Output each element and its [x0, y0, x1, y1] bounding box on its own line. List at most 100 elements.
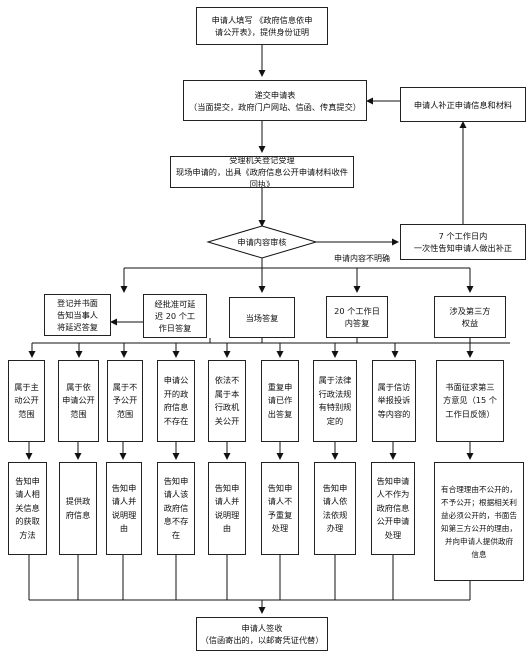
submit-line-2: （当面提交，政府门户网站、信函、传真提交）: [189, 101, 361, 112]
category-box: 申请公 开的政 府信息 不存在: [157, 360, 195, 442]
extend-line-2: 迟 20 个工: [154, 311, 196, 321]
submit-box: 递交申请表 （当面提交，政府门户网站、信函、传真提交）: [183, 80, 367, 121]
response-line: 告知申: [267, 482, 293, 493]
start-line-2: 请公开表》，提供身份证明: [214, 27, 310, 37]
response-line: 予重复: [267, 509, 293, 520]
category-line: 予公开: [112, 395, 138, 406]
response-line: 的获取: [15, 516, 40, 527]
seven-days-line-1: 7 个工作日内: [438, 231, 488, 241]
category-line: 工作日反馈）: [445, 408, 495, 419]
third-party-box: 涉及第三方 权益: [434, 296, 506, 338]
response-line: 信息: [471, 549, 487, 559]
response-line: 不予公开；根据相关利: [441, 497, 517, 507]
category-box: 重复申 请已作 出答复: [261, 360, 299, 442]
notify-line-1: 登记并书面: [57, 298, 98, 308]
supplement-text: 申请人补正申请信息和材料: [413, 99, 513, 110]
response-line: 请人并: [214, 496, 240, 506]
response-line: 提供政: [65, 496, 91, 506]
category-line: 定的: [326, 415, 344, 426]
category-line: 书面征求第三: [445, 381, 495, 392]
category-line: 关公开: [214, 415, 240, 426]
category-box: 属于信访 举报投诉 等内容的: [372, 360, 416, 442]
response-line: 关信息: [15, 502, 40, 513]
category-line: 动公开: [14, 395, 39, 406]
category-line: 属于依: [66, 381, 91, 392]
category-line: 范围: [18, 408, 35, 419]
category-box: 属于依 申请公开 范围: [58, 360, 99, 442]
response-line: 请人依: [322, 496, 348, 506]
category-box: 依法不 属于本 行政机 关公开: [208, 360, 246, 442]
finish-box: 申请人签收 （信函寄出的，以邮寄凭证代替）: [196, 617, 328, 651]
category-line: 申请公: [163, 375, 189, 385]
response-line: 请人并: [111, 496, 137, 506]
spot-reply-box: 当场答复: [229, 297, 295, 338]
seven-days-box: 7 个工作日内 一次性告知申请人做出补正: [400, 224, 526, 260]
notify-line-2: 告知当事人: [57, 310, 98, 320]
response-line: 益必须公开的，书面告: [441, 510, 517, 520]
response-line: 说明理: [111, 509, 137, 520]
response-line: 说明理: [214, 509, 240, 520]
response-line: 在: [171, 529, 181, 540]
category-line: 举报投诉: [377, 395, 411, 406]
response-line: 告知申: [322, 482, 348, 493]
extend-line-3: 作日答复: [158, 323, 192, 333]
response-line: 人不作为: [376, 489, 410, 500]
response-line: 由: [119, 523, 129, 533]
response-box: 提供政 府信息: [59, 462, 97, 555]
category-line: 属于不: [112, 381, 138, 392]
response-line: 公开申请: [376, 516, 410, 527]
register-line-2: 现场申请的，出具《政府信息公开申请材料收件回执》: [176, 167, 348, 188]
response-line: 方法: [19, 529, 36, 540]
response-box: 告知申 请人并 说明理 由: [208, 462, 246, 555]
response-line: 政府信: [163, 502, 189, 513]
review-text: 申请内容审核: [237, 237, 287, 247]
response-line: 请人相: [15, 489, 40, 500]
category-line: 府信息: [163, 402, 189, 412]
category-line: 属于主: [14, 381, 39, 392]
start-line-1: 申请人填写 《政府信息依申: [211, 15, 313, 25]
spot-reply-text: 当场答复: [245, 312, 279, 323]
response-box: 有合理理由不公开的， 不予公开；根据相关利 益必须公开的，书面告 知第三方公开的…: [434, 462, 524, 581]
submit-line-1: 递交申请表: [254, 89, 296, 100]
response-line: 告知申: [163, 475, 189, 486]
notify-line-3: 将延迟答复: [57, 322, 98, 332]
twenty-days-line-2: 内答复: [344, 318, 370, 328]
response-box: 告知申 请人相 关信息 的获取 方法: [8, 462, 47, 555]
response-line: 告知申: [15, 475, 40, 486]
notify-box: 登记并书面 告知当事人 将延迟答复: [44, 294, 111, 336]
category-line: 请已作: [267, 395, 293, 406]
category-line: 属于本: [214, 388, 240, 399]
response-box: 告知申 请人依 法依规 办理: [314, 462, 356, 555]
category-line: 依法不: [214, 375, 240, 385]
response-box: 告知申请 人不作为 政府信息 公开申请 处理: [371, 462, 415, 555]
response-line: 政府信息: [376, 502, 410, 513]
finish-line-1: 申请人签收: [241, 623, 283, 633]
twenty-days-line-1: 20 个工作日: [334, 306, 380, 316]
register-line-1: 受理机关登记受理: [229, 156, 295, 165]
third-party-line-1: 涉及第三方: [449, 306, 491, 316]
extend-line-1: 经批准可延: [154, 299, 196, 309]
finish-line-2: （信函寄出的，以邮寄凭证代替）: [200, 635, 324, 645]
category-line: 属于法律: [318, 375, 352, 385]
seven-days-line-2: 一次性告知申请人做出补正: [413, 243, 513, 253]
extend-box: 经批准可延 迟 20 个工 作日答复: [143, 294, 207, 338]
category-line: 开的政: [163, 388, 189, 399]
category-line: 等内容的: [377, 408, 411, 419]
response-line: 告知申: [214, 482, 240, 493]
category-line: 不存在: [163, 415, 189, 426]
category-line: 申请公开: [62, 395, 95, 406]
category-box: 属于法律 行政法规 有特别规 定的: [313, 360, 357, 442]
category-box: 属于不 予公开 范围: [107, 360, 143, 442]
response-line: 告知申: [111, 482, 137, 493]
category-box: 属于主 动公开 范围: [8, 360, 45, 442]
category-box: 书面征求第三 方意见（15 个 工作日反馈）: [436, 360, 504, 442]
start-box: 申请人填写 《政府信息依申 请公开表》，提供身份证明: [196, 7, 328, 45]
response-box: 告知申 请人不 予重复 处理: [261, 462, 299, 555]
category-line: 属于信访: [377, 381, 411, 392]
category-line: 出答复: [267, 408, 293, 419]
response-line: 府信息: [65, 509, 91, 520]
register-box: 受理机关登记受理 现场申请的，出具《政府信息公开申请材料收件回执》: [170, 156, 354, 188]
response-line: 由: [222, 523, 232, 533]
third-party-line-2: 权益: [461, 318, 479, 328]
